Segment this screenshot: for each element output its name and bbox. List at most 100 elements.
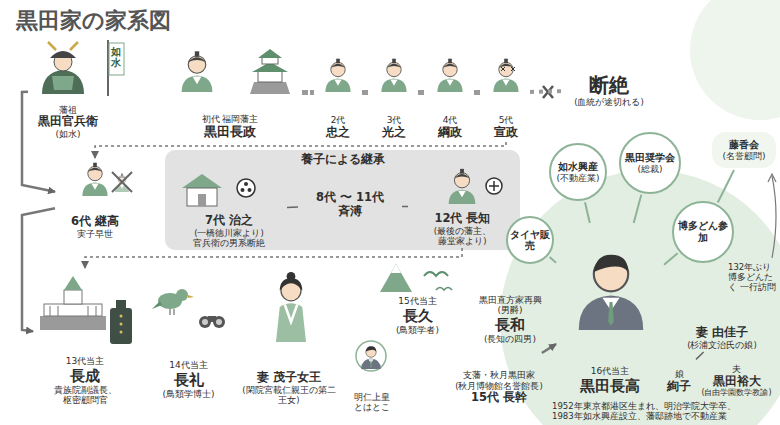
node-text: (名誉顧問)	[722, 151, 765, 162]
connector	[696, 352, 704, 359]
person-node: 15代当主長久(鳥類学者)	[375, 262, 460, 336]
node-text: 藤香会	[729, 139, 759, 151]
node-text: (最後の藩主、藤堂家より)	[412, 226, 513, 246]
person-node: 3代光之	[372, 45, 416, 140]
node-text: 黒田長政	[204, 124, 256, 140]
person-node: 13代当主長成貴族院副議長、枢密顧問官	[35, 270, 135, 405]
node-text: 黒田直方家再興 (男爵)	[467, 295, 553, 317]
person-node: 7代 治之(一橋徳川家より) 官兵衛の男系断絶	[173, 172, 285, 248]
activity-tag: 藤香会(名誉顧問)	[712, 132, 776, 168]
node-text: 2代	[331, 115, 346, 126]
node-text: 断絶	[589, 73, 629, 97]
activity-circle: 如水興産(不動産業)	[549, 143, 607, 201]
connector	[85, 248, 462, 268]
person-node: 妻 由佳子(杉浦文治氏の娘)	[668, 318, 776, 350]
node-text: 15代 長幹	[471, 391, 527, 405]
person-node: 夫黒田裕大(自由学園数学教諭)	[696, 355, 777, 398]
person-node: 6代 継高実子早世	[57, 160, 133, 240]
node-text: (秋月博物館名誉館長)	[455, 381, 543, 391]
node-text: 妻 由佳子	[696, 326, 748, 340]
node-text: 実子早世	[77, 229, 113, 240]
person-node: 4代綱政	[428, 45, 472, 140]
node-text: 長和	[495, 316, 525, 334]
connector	[718, 170, 734, 203]
person-node: 12代 長知(最後の藩主、藤堂家より)	[410, 170, 515, 246]
person-node: 2代忠之	[316, 45, 360, 140]
node-text: 12代 長知	[434, 212, 490, 226]
connector	[634, 195, 642, 223]
connector	[302, 90, 314, 95]
connector	[402, 206, 408, 208]
node-text: 明仁上皇 とはとこ	[347, 392, 396, 412]
person-node: 明仁上皇 とはとこ	[345, 340, 398, 412]
person-node: 娘絢子	[664, 358, 694, 394]
node-text: 黒田奨学会	[625, 152, 675, 164]
connector	[287, 206, 298, 208]
node-text: 夫	[732, 364, 741, 375]
connector	[418, 90, 426, 95]
node-text: 妻 茂子女王	[257, 371, 321, 385]
person-node: 5代宣政	[484, 45, 528, 140]
connector	[362, 90, 370, 95]
head-person-node: 16代当主黒田長高	[558, 225, 662, 395]
person-node: 14代当主長礼(鳥類学博士)	[145, 270, 232, 400]
node-text: 長久	[403, 307, 433, 325]
node-text: 博多どん参加	[676, 220, 730, 244]
node-text: 宣政	[494, 126, 518, 140]
node-text: 16代当主	[591, 366, 629, 377]
node-text: 5代	[499, 115, 514, 126]
person-node: 妻 茂子女王(閑院宮載仁親王の第二王女)	[238, 270, 340, 405]
node-text: 黒田裕大	[713, 375, 761, 389]
node-text: 8代 〜 11代 斉溥	[302, 191, 398, 219]
node-text: 黒田長高	[580, 377, 640, 395]
node-text: 14代当主	[169, 360, 207, 371]
node-text: 黒田官兵衛	[38, 115, 98, 129]
adoption-band: 養子による継承 7代 治之(一橋徳川家より) 官兵衛の男系断絶 8代 〜 11代 斉…	[165, 150, 520, 250]
node-text: タイヤ販売	[510, 229, 550, 252]
note-label: 132年ぶり 博多どんたく 一行訪問	[728, 262, 778, 293]
node-text: 養子による継承	[301, 153, 385, 167]
node-text: 綱政	[438, 126, 462, 140]
node-text: 娘	[675, 369, 684, 380]
node-text: (如水)	[55, 129, 80, 140]
connector	[664, 253, 678, 265]
node-text: 初代 福岡藩主	[202, 114, 259, 125]
person-node: 黒田直方家再興 (男爵)長和(長知の四男)	[465, 265, 555, 345]
node-text: 藩祖	[59, 105, 77, 116]
node-text: 13代当主	[66, 356, 104, 367]
node-text: 7代 治之	[205, 214, 253, 228]
node-text: 如水興産	[558, 161, 598, 173]
node-text: (血統が途切れる)	[574, 97, 644, 107]
node-text: (長知の四男)	[484, 334, 536, 345]
activity-circle: 黒田奨学会(総裁)	[619, 132, 681, 194]
node-text: 3代	[387, 115, 402, 126]
activity-circle: タイヤ販売	[506, 216, 554, 264]
person-node: 支藩・秋月黒田家(秋月博物館名誉館長)15代 長幹	[450, 355, 548, 405]
node-text: (総裁)	[637, 164, 662, 175]
connector	[550, 257, 556, 263]
note-label: 1952年東京都港区生まれ、明治学院大学卒、1983年如水興産設立、藩邸跡地で不…	[552, 401, 778, 421]
node-text: 支藩・秋月黒田家	[463, 370, 535, 381]
activity-circle: 博多どん参加	[672, 201, 734, 263]
connector	[474, 90, 482, 95]
node-text: (一橋徳川家より) 官兵衛の男系断絶	[175, 228, 283, 248]
diagram-title: 黒田家の家系図	[16, 6, 171, 36]
connector	[585, 202, 590, 223]
node-text: 貴族院副議長、枢密顧問官	[37, 385, 133, 405]
node-text: 長成	[70, 367, 100, 385]
node-text: 長礼	[174, 371, 204, 389]
extinction-node: 断絶(血統が途切れる)	[568, 60, 650, 120]
node-text: 6代 継高	[71, 215, 119, 229]
node-text: (鳥類学博士)	[162, 389, 214, 400]
generation-range: 8代 〜 11代 斉溥	[300, 190, 400, 220]
node-text: 忠之	[326, 126, 350, 140]
person-node: 初代 福岡藩主黒田長政	[160, 45, 300, 140]
node-text: 4代	[443, 115, 458, 126]
connector	[22, 208, 55, 331]
connector	[530, 89, 566, 94]
node-text: 光之	[382, 126, 406, 140]
node-text: 絢子	[667, 380, 691, 394]
node-text: (自由学園数学教諭)	[701, 388, 771, 398]
node-text: (杉浦文治氏の娘)	[687, 340, 757, 350]
node-text: 15代当主	[398, 296, 436, 307]
